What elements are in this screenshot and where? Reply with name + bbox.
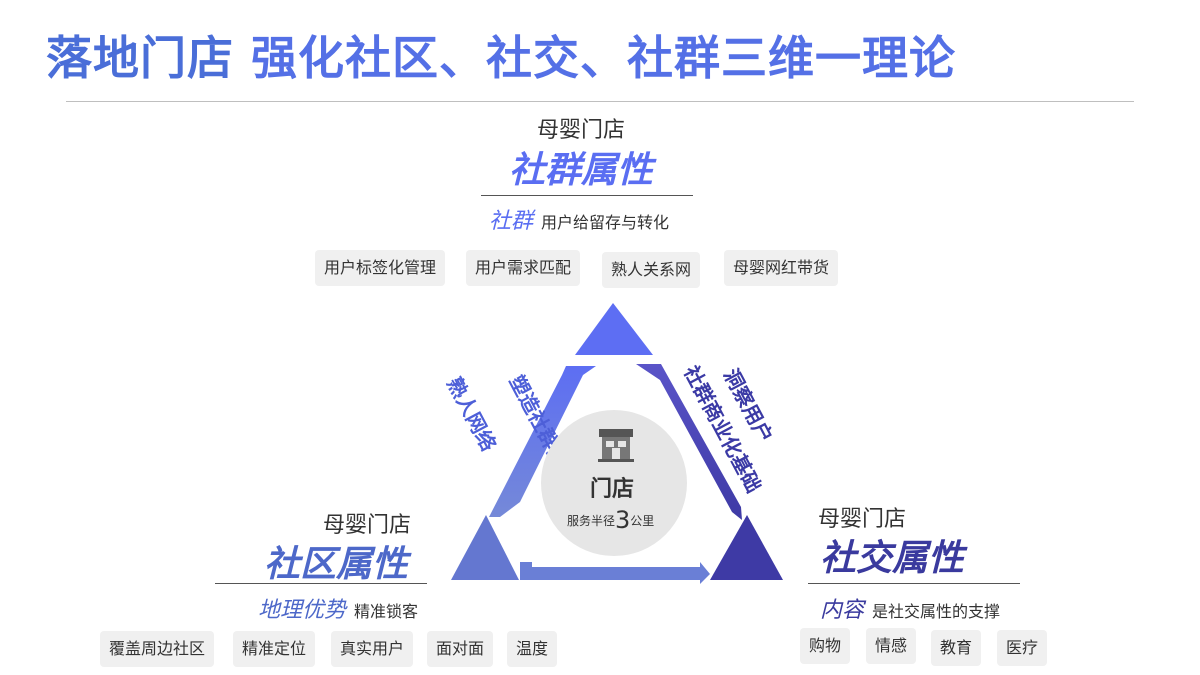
right-edge-arrow	[636, 364, 742, 520]
right-tag: 情感	[866, 628, 917, 664]
right-keyword: 内容	[820, 598, 865, 623]
left-edge-arrow	[489, 366, 596, 517]
title-sub: 强化社区、社交、社群三维一理论	[251, 31, 957, 85]
top-triangle	[575, 303, 653, 355]
top-description: 社群用户给留存与转化	[489, 203, 669, 235]
right-desc-text: 是社交属性的支撑	[872, 602, 1001, 621]
right-description: 内容是社交属性的支撑	[820, 592, 1000, 624]
right-triangle	[710, 515, 783, 580]
left-underline	[215, 583, 427, 584]
store-name: 门店	[590, 477, 635, 502]
top-underline	[481, 195, 693, 196]
right-tag: 教育	[931, 630, 982, 666]
right-attribute: 社交属性	[820, 538, 965, 579]
left-attribute: 社区属性	[264, 544, 409, 585]
bottom-edge-arrow-tail	[520, 562, 532, 580]
top-tag: 母婴网红带货	[724, 250, 839, 286]
top-tag: 熟人关系网	[602, 252, 701, 288]
slide-title: 落地门店 强化社区、社交、社群三维一理论	[46, 22, 956, 88]
store-radius-prefix: 服务半径	[567, 514, 616, 528]
bottom-edge-arrow	[524, 567, 703, 580]
title-main: 落地门店	[46, 31, 234, 85]
top-attribute: 社群属性	[509, 150, 654, 191]
left-desc-text: 精准锁客	[354, 602, 419, 621]
store-radius-unit: 公里	[630, 514, 655, 528]
left-tag: 覆盖周边社区	[100, 631, 215, 667]
right-tag: 医疗	[997, 630, 1048, 666]
top-tag: 用户需求匹配	[466, 250, 581, 286]
left-tag: 面对面	[427, 631, 494, 667]
store-radius: 服务半径3公里	[567, 506, 654, 534]
bottom-edge-arrow-head	[700, 562, 710, 584]
top-tag: 用户标签化管理	[315, 250, 446, 286]
right-tag: 购物	[800, 628, 851, 664]
left-keyword: 地理优势	[258, 598, 347, 623]
left-tag: 精准定位	[233, 631, 316, 667]
store-radius-value: 3	[615, 506, 631, 534]
top-keyword: 社群	[489, 209, 534, 234]
top-store-name: 母婴门店	[537, 118, 626, 143]
right-underline	[808, 583, 1020, 584]
left-tag: 温度	[507, 631, 558, 667]
left-tag: 真实用户	[331, 631, 414, 667]
top-desc-text: 用户给留存与转化	[541, 213, 670, 232]
store-icon	[598, 429, 634, 462]
title-divider	[66, 101, 1134, 102]
left-description: 地理优势精准锁客	[258, 592, 418, 624]
left-triangle	[451, 515, 519, 580]
left-store-name: 母婴门店	[323, 513, 412, 538]
right-store-name: 母婴门店	[818, 507, 907, 532]
